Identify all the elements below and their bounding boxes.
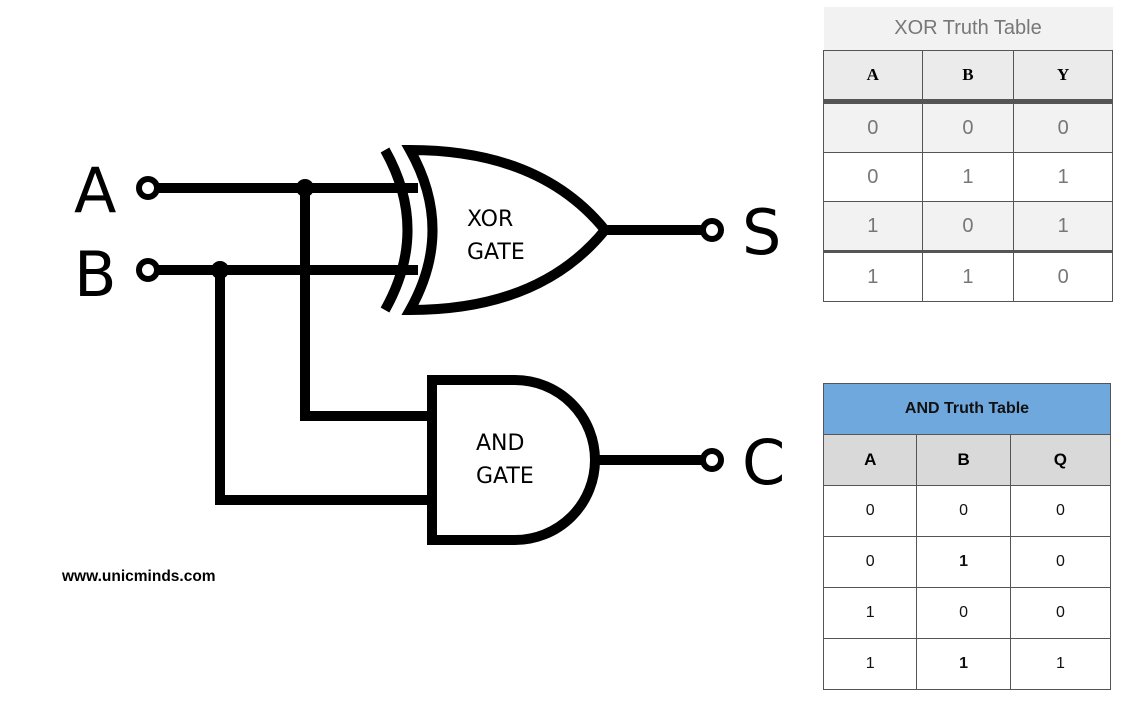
cell: 1 <box>921 152 1015 202</box>
table-title: AND Truth Table <box>823 383 1111 435</box>
wire-a-to-and <box>300 188 432 421</box>
terminal-s <box>700 218 724 242</box>
cell: 0 <box>1013 101 1113 153</box>
output-label-s: S <box>742 196 781 269</box>
column-header: Q <box>1009 434 1112 486</box>
junction-b <box>211 261 229 279</box>
column-header: A <box>823 50 923 104</box>
cell: 1 <box>823 250 923 302</box>
and-gate-body <box>427 375 600 545</box>
cell: 0 <box>822 536 918 588</box>
xor-gate-extra-curve <box>380 147 413 313</box>
cell: 1 <box>1013 152 1113 202</box>
terminal-c <box>700 448 724 472</box>
input-label-b: B <box>74 238 117 311</box>
cell: 1 <box>822 638 918 690</box>
cell: 0 <box>822 485 918 537</box>
cell: 1 <box>921 250 1015 302</box>
junction-a <box>296 179 314 197</box>
cell: 0 <box>823 152 923 202</box>
cell: 0 <box>921 101 1015 153</box>
half-adder-circuit: A B S C XOR GATE AND GATE <box>74 144 785 545</box>
xor-gate-label: XOR <box>467 207 513 232</box>
cell: 0 <box>1009 587 1112 639</box>
cell: 0 <box>1009 485 1112 537</box>
output-label-c: C <box>742 426 785 499</box>
cell: 0 <box>916 485 1011 537</box>
xor-gate-body <box>401 144 612 316</box>
cell: 0 <box>1009 536 1112 588</box>
cell: 1 <box>822 587 918 639</box>
table-title: XOR Truth Table <box>823 7 1113 51</box>
and-gate-label: GATE <box>476 464 534 489</box>
xor-gate-label: GATE <box>467 240 525 265</box>
cell: 1 <box>1009 638 1112 690</box>
cell: 1 <box>916 536 1011 588</box>
cell: 1 <box>1013 201 1113 252</box>
cell: 1 <box>916 638 1011 690</box>
cell: 0 <box>921 201 1015 252</box>
column-header: A <box>822 434 918 486</box>
and-gate-label: AND <box>476 431 524 456</box>
cell: 0 <box>823 101 923 153</box>
input-label-a: A <box>74 154 116 227</box>
column-header: Y <box>1013 50 1113 104</box>
cell: 0 <box>1013 250 1113 302</box>
terminal-a <box>136 176 160 200</box>
column-header: B <box>916 434 1011 486</box>
website-label: www.unicminds.com <box>62 568 216 585</box>
cell: 0 <box>916 587 1011 639</box>
column-header: B <box>921 50 1015 104</box>
cell: 1 <box>823 201 923 252</box>
wire-b-to-and <box>215 270 432 505</box>
terminal-b <box>136 258 160 282</box>
